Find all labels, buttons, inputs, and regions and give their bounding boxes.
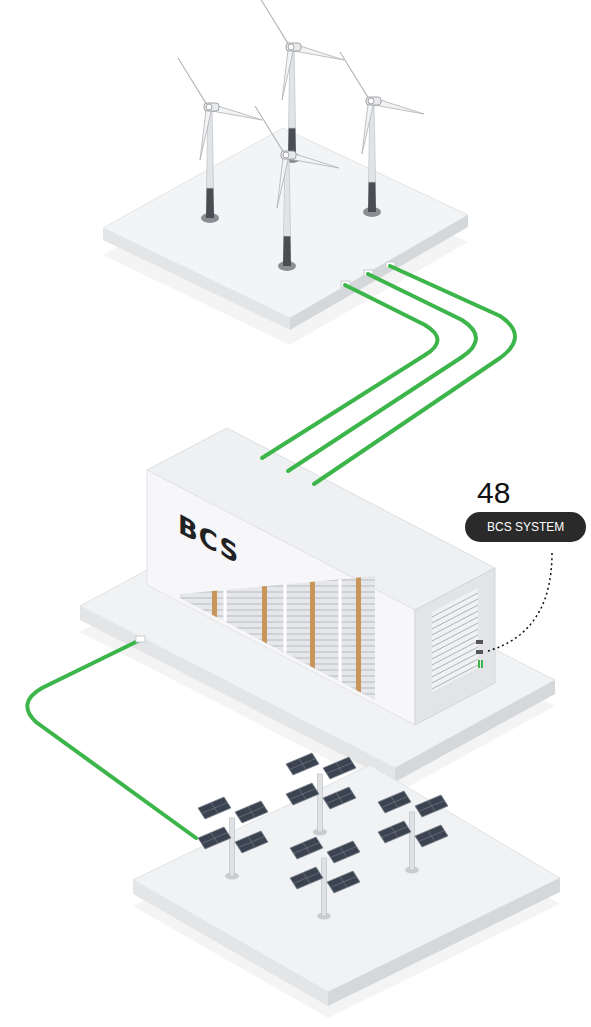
system-pill: BCS SYSTEM (465, 512, 586, 542)
callout-number: 48 (465, 476, 586, 510)
callout-node: 48BCS SYSTEM (465, 476, 586, 542)
